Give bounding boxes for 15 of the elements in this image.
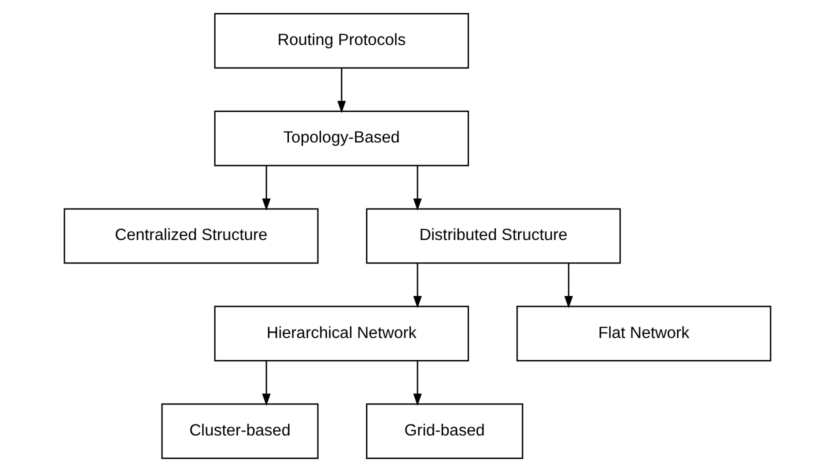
arrow bbox=[262, 360, 271, 406]
arrow bbox=[413, 166, 422, 211]
node-box: Cluster-based bbox=[161, 403, 319, 459]
node-box: Topology-Based bbox=[214, 110, 469, 166]
node-box: Grid-based bbox=[366, 403, 524, 459]
arrow bbox=[413, 360, 422, 406]
arrow bbox=[262, 166, 271, 211]
node-box: Routing Protocols bbox=[214, 13, 469, 69]
node-box: Centralized Structure bbox=[64, 208, 319, 264]
node-box: Flat Network bbox=[516, 306, 772, 362]
node-box: Distributed Structure bbox=[366, 208, 621, 264]
node-box: Hierarchical Network bbox=[214, 306, 469, 362]
arrow bbox=[413, 263, 422, 308]
arrow bbox=[564, 263, 573, 308]
arrow bbox=[337, 68, 346, 114]
